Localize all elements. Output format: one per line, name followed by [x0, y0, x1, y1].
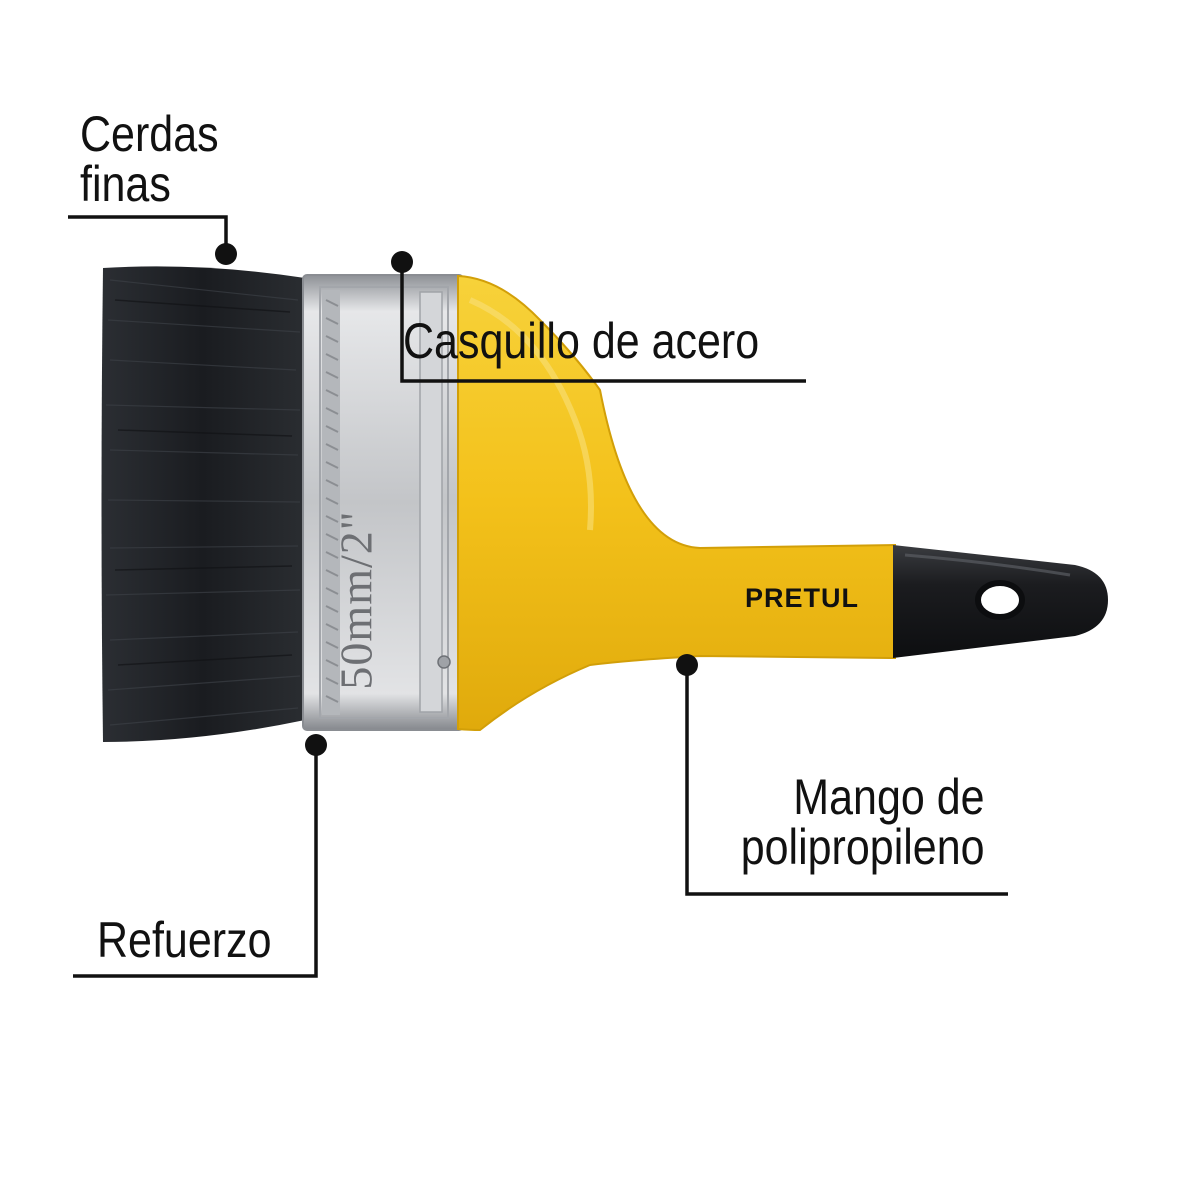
callout-line-refuerzo	[73, 745, 318, 978]
callout-line-cerdas	[68, 215, 228, 254]
handle-grip-end	[893, 545, 1108, 658]
callout-dots	[215, 243, 698, 756]
callout-label-cerdas-line2: finas	[80, 156, 171, 212]
callout-lines	[68, 215, 1008, 978]
callout-label-casquillo-text: Casquillo de acero	[403, 313, 760, 369]
callout-dot-cerdas	[215, 243, 237, 265]
handle	[457, 274, 896, 732]
callout-dot-mango	[676, 654, 698, 676]
callout-line-mango	[685, 665, 1008, 896]
ferrule-size-marking: 50mm/2"	[330, 510, 382, 690]
callout-label-refuerzo: Refuerzo	[97, 915, 271, 965]
callout-label-mango-line2: polipropileno	[741, 819, 985, 875]
callout-label-mango-line1: Mango de	[793, 769, 985, 825]
callout-label-refuerzo-text: Refuerzo	[97, 912, 272, 968]
ferrule	[302, 274, 464, 731]
callout-label-mango: Mango de polipropileno	[741, 772, 985, 872]
bristles	[101, 266, 305, 742]
callout-line-casquillo	[400, 262, 806, 383]
callout-dot-refuerzo	[305, 734, 327, 756]
callout-label-casquillo: Casquillo de acero	[403, 316, 759, 366]
callout-dot-casquillo	[391, 251, 413, 273]
callout-label-cerdas-line1: Cerdas	[80, 106, 219, 162]
callout-label-cerdas: Cerdas finas	[80, 109, 219, 209]
brand-logo-text: PRETUL	[745, 583, 859, 613]
